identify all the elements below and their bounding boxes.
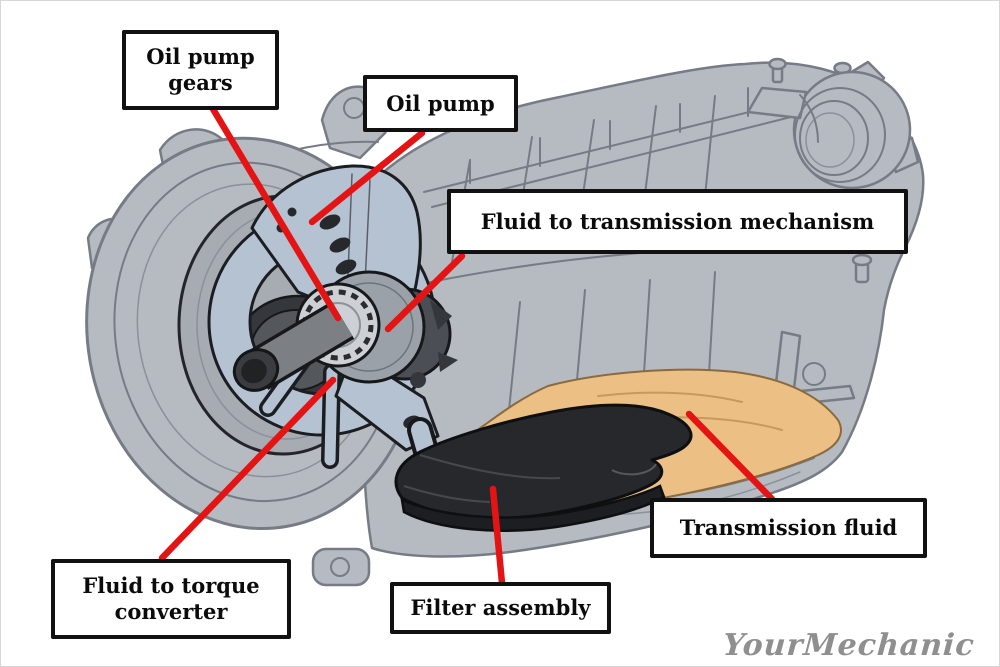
- leader-lines: [158, 105, 776, 587]
- filter-illustration: [394, 403, 693, 532]
- label-filter-assembly: Filter assembly: [390, 582, 611, 634]
- label-oil-pump-gears: Oil pump gears: [122, 30, 279, 110]
- leader-fluid-to-transmission-mechanism: [384, 252, 466, 333]
- leader-fluid-to-torque-converter: [158, 376, 337, 562]
- label-transmission-fluid: Transmission fluid: [650, 498, 927, 558]
- leader-transmission-fluid: [685, 410, 776, 503]
- label-oil-pump: Oil pump: [363, 75, 518, 132]
- leader-oil-pump-gears: [209, 105, 342, 322]
- label-fluid-to-torque-converter: Fluid to torque converter: [51, 559, 291, 639]
- yourmechanic-logo: YourMechanic: [722, 628, 977, 663]
- input-shaft: [232, 301, 355, 392]
- leader-filter-assembly: [489, 485, 506, 587]
- tail-housing: [746, 60, 920, 190]
- leader-oil-pump: [308, 129, 426, 226]
- label-fluid-to-transmission-mechanism: Fluid to transmission mechanism: [447, 189, 908, 254]
